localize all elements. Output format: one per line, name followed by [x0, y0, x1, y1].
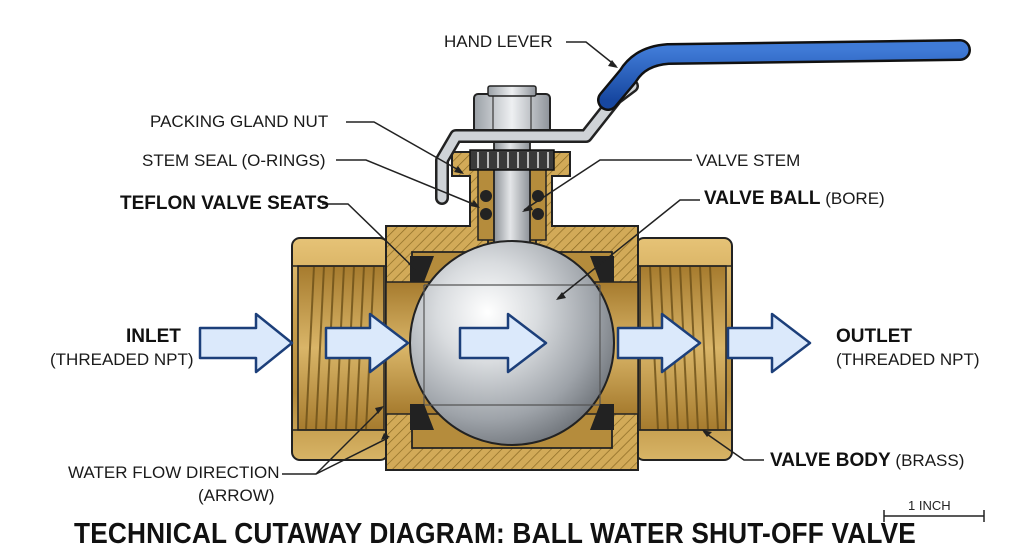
label-hand-lever: HAND LEVER [444, 32, 553, 51]
flow-arrow-ball [458, 312, 548, 374]
leader-lines [282, 41, 764, 475]
label-teflon-valve-seats: TEFLON VALVE SEATS [120, 193, 330, 214]
label-valve-body-main: VALVE BODY [770, 450, 891, 471]
scale-bar [883, 510, 985, 522]
label-valve-ball-main: VALVE BALL [704, 188, 821, 209]
label-stem-seal: STEM SEAL (O-RINGS) [142, 151, 326, 170]
diagram-title: TECHNICAL CUTAWAY DIAGRAM: BALL WATER SH… [74, 518, 916, 550]
teflon-valve-seats [410, 256, 614, 430]
label-valve-ball-sub: (BORE) [820, 189, 885, 208]
label-outlet: OUTLET [836, 326, 912, 347]
label-valve-ball: VALVE BALL (BORE) [704, 189, 885, 209]
label-inlet: INLET [126, 326, 181, 347]
label-valve-stem: VALVE STEM [696, 151, 801, 170]
label-water-flow-arrow: (ARROW) [198, 486, 275, 505]
hand-lever [435, 39, 971, 205]
label-valve-body-sub: (BRASS) [890, 451, 965, 470]
packing-gland-nut [469, 85, 555, 171]
flow-arrows [198, 312, 812, 374]
leader-arrowheads [375, 60, 712, 440]
flow-arrow-inlet [198, 312, 294, 374]
flow-arrow-bore-right [616, 312, 702, 374]
label-outlet-sub: (THREADED NPT) [836, 350, 980, 369]
label-packing-gland-nut: PACKING GLAND NUT [150, 112, 329, 131]
scale-label: 1 INCH [908, 498, 951, 513]
flow-arrow-outlet [726, 312, 812, 374]
label-inlet-sub: (THREADED NPT) [50, 350, 194, 369]
label-water-flow-direction: WATER FLOW DIRECTION [68, 463, 280, 482]
label-valve-body: VALVE BODY (BRASS) [770, 451, 964, 471]
flow-arrow-bore-left [324, 312, 410, 374]
